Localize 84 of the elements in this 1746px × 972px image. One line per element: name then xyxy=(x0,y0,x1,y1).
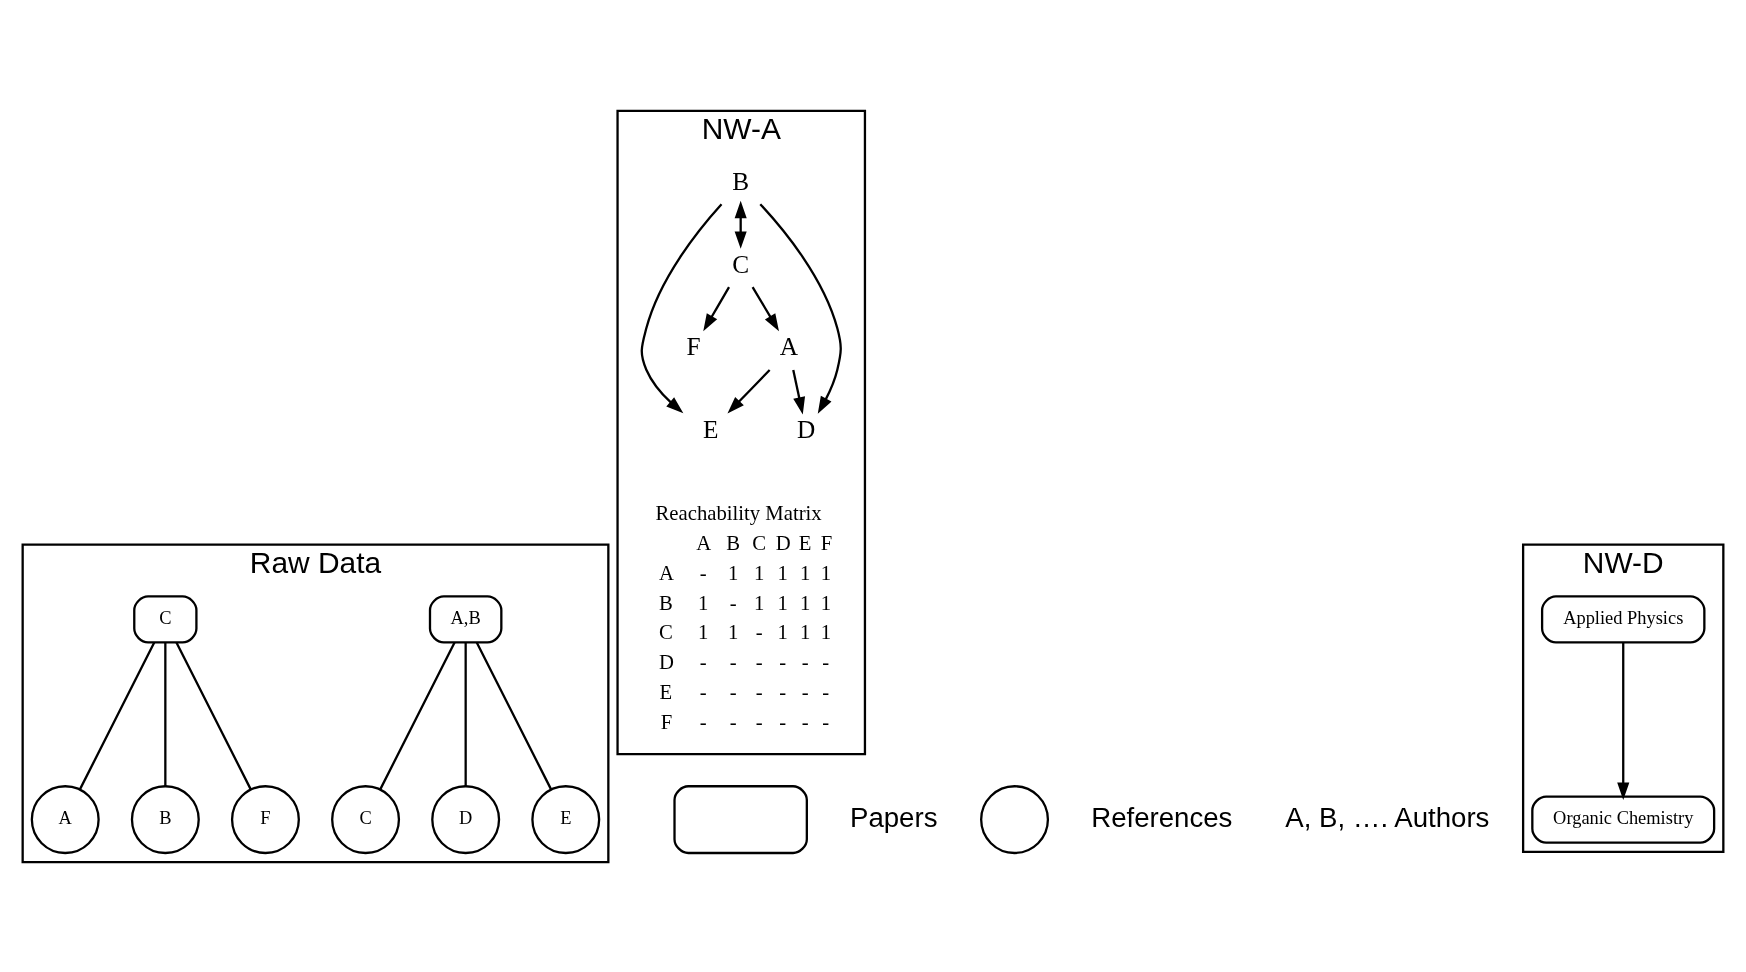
label: 1 xyxy=(698,591,709,614)
node-text: B xyxy=(732,166,750,195)
label: - xyxy=(755,710,763,733)
label: 1 xyxy=(799,591,811,614)
legend-label: References xyxy=(1091,801,1233,833)
connector xyxy=(475,641,553,790)
node-circle: B xyxy=(130,784,200,854)
label: 1 xyxy=(728,620,739,643)
label: - xyxy=(699,680,707,703)
arrow xyxy=(727,368,771,413)
arrow xyxy=(703,286,730,331)
node-circle: A xyxy=(30,784,100,854)
label: - xyxy=(755,680,763,703)
arrow xyxy=(792,369,806,414)
label: B xyxy=(726,531,741,554)
node-circle xyxy=(980,784,1050,854)
label: A xyxy=(658,561,674,584)
node-circle: C xyxy=(331,784,401,854)
label: - xyxy=(699,650,707,673)
label: 1 xyxy=(777,561,788,584)
label: - xyxy=(699,710,707,733)
node-text: F xyxy=(686,331,701,360)
label: E xyxy=(798,531,812,554)
label: - xyxy=(801,710,809,733)
node-text: D xyxy=(797,414,816,443)
label: - xyxy=(779,710,787,733)
label: - xyxy=(755,620,763,643)
label: - xyxy=(699,561,707,584)
label: A xyxy=(696,531,712,554)
node-text: A xyxy=(779,331,799,360)
label: 1 xyxy=(820,561,831,584)
label: D xyxy=(775,531,791,554)
label: - xyxy=(822,710,830,733)
label: 1 xyxy=(820,591,831,614)
node-text: E xyxy=(703,414,719,443)
label: Reachability Matrix xyxy=(655,501,822,524)
label: - xyxy=(729,591,737,614)
label: A, B, …. Authors xyxy=(1285,801,1490,833)
label: C xyxy=(752,531,766,554)
node-box: C xyxy=(133,594,198,644)
label: - xyxy=(729,680,737,703)
connector xyxy=(78,641,156,790)
arrow xyxy=(640,203,723,413)
label: - xyxy=(779,650,787,673)
legend-label: Papers xyxy=(849,801,938,833)
label: F xyxy=(820,531,833,554)
arrow xyxy=(734,200,747,249)
node-text: C xyxy=(732,249,750,278)
node-box: Organic Chemistry xyxy=(1531,794,1716,844)
label: - xyxy=(801,650,809,673)
arrow xyxy=(759,202,842,414)
connector xyxy=(464,642,467,786)
label: 1 xyxy=(698,620,709,643)
arrow xyxy=(751,286,779,331)
label: - xyxy=(822,650,830,673)
label: 1 xyxy=(728,561,739,584)
label: 1 xyxy=(820,620,831,643)
label: 1 xyxy=(777,620,788,643)
node-box: Applied Physics xyxy=(1540,594,1706,644)
label: 1 xyxy=(799,620,811,643)
node-circle: E xyxy=(531,784,601,854)
label: C xyxy=(658,620,673,643)
label: - xyxy=(822,680,830,703)
label: F xyxy=(660,710,673,733)
connector xyxy=(379,641,456,790)
node-circle: D xyxy=(431,784,501,854)
label: 1 xyxy=(753,591,765,614)
arrow xyxy=(1617,642,1630,800)
label: 1 xyxy=(777,591,788,614)
label: - xyxy=(801,680,809,703)
label: B xyxy=(658,591,673,614)
label: 1 xyxy=(799,561,811,584)
label: - xyxy=(729,710,737,733)
label: - xyxy=(779,680,787,703)
label: - xyxy=(755,650,763,673)
label: - xyxy=(729,650,737,673)
label: D xyxy=(658,650,674,673)
node-circle: F xyxy=(230,784,300,854)
node-box xyxy=(673,784,808,854)
connector xyxy=(175,641,252,790)
label: 1 xyxy=(753,561,765,584)
node-box: A,B xyxy=(428,594,503,644)
label: E xyxy=(659,680,673,703)
connector xyxy=(164,642,167,786)
